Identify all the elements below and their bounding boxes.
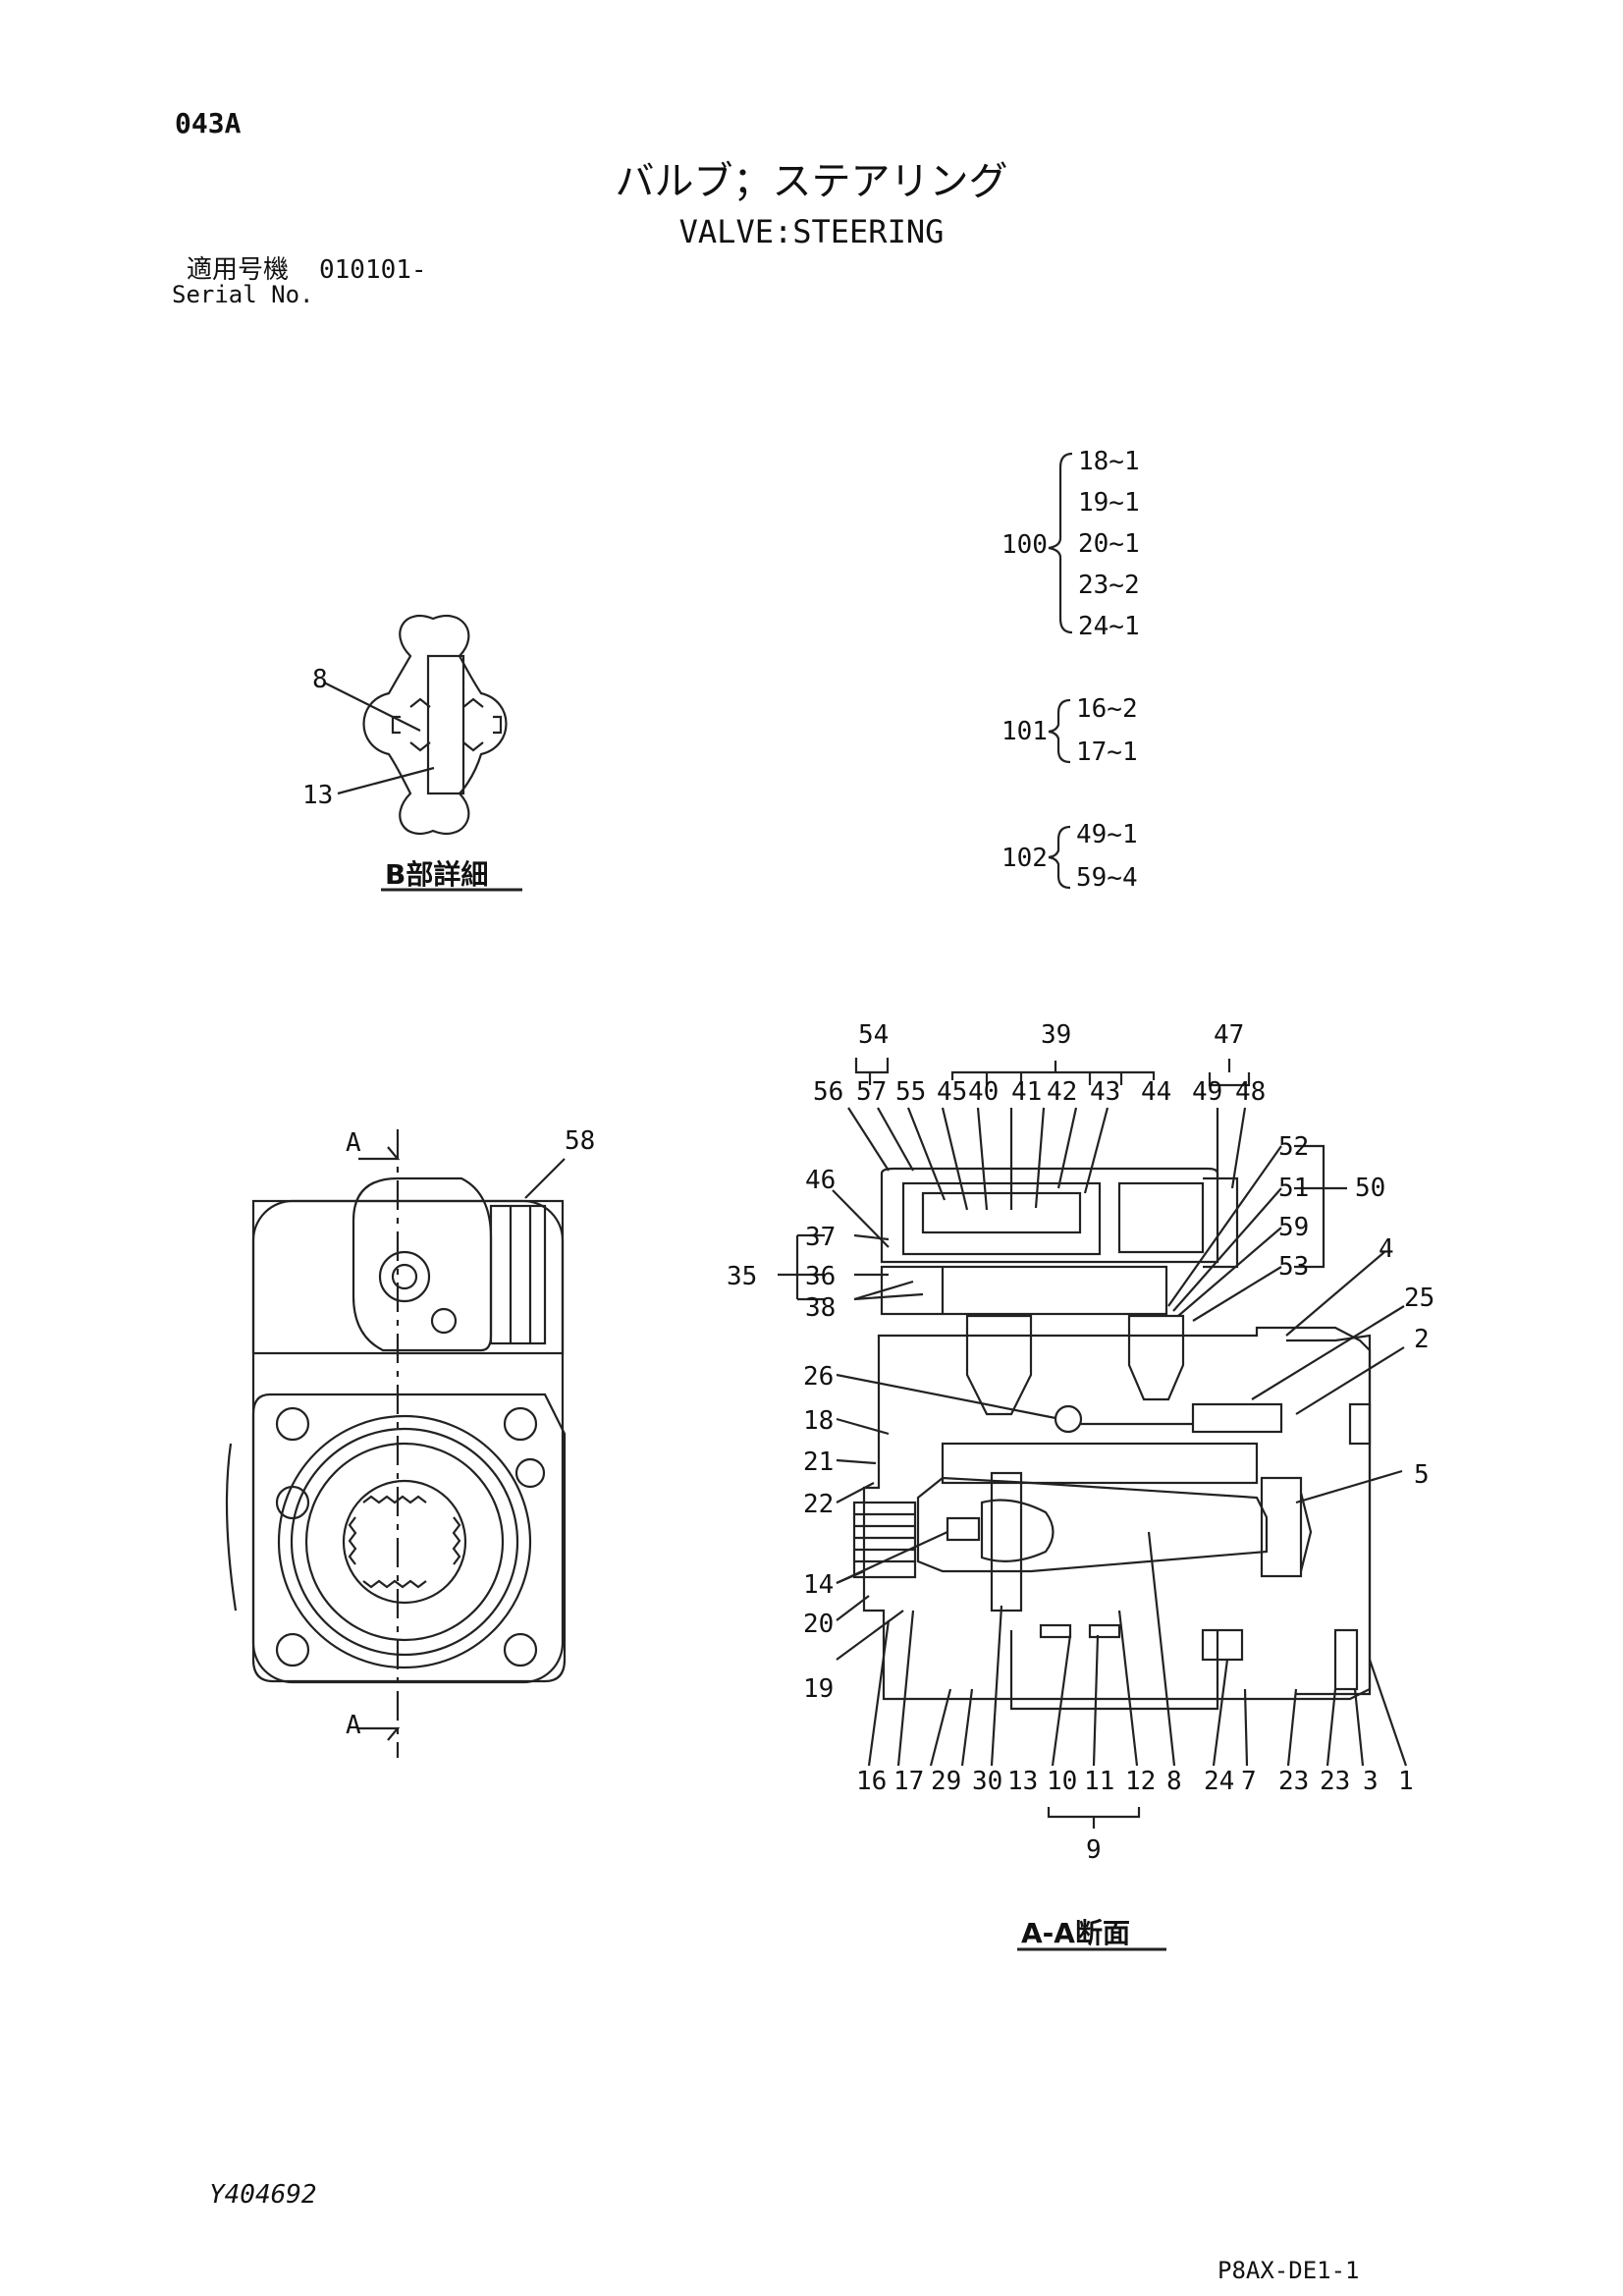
label-10: 10 <box>1047 1767 1077 1796</box>
label-47: 47 <box>1214 1020 1244 1050</box>
label-7: 7 <box>1241 1767 1257 1796</box>
label-19: 19 <box>803 1674 834 1704</box>
label-21: 21 <box>803 1448 834 1477</box>
kit-102-id: 102 <box>1001 844 1048 873</box>
label-18: 18 <box>803 1406 834 1436</box>
label-1: 1 <box>1398 1767 1414 1796</box>
kit-102-brace <box>1048 825 1071 890</box>
label-5: 5 <box>1414 1460 1430 1490</box>
kit-100-id: 100 <box>1001 530 1048 560</box>
title-japanese: バルブ；ステアリング <box>615 159 1008 204</box>
kit-100-item: 20~1 <box>1078 529 1140 559</box>
detail-b-label: 8 <box>312 665 328 694</box>
label-43: 43 <box>1090 1077 1120 1107</box>
label-46: 46 <box>805 1166 836 1195</box>
label-9: 9 <box>1086 1835 1102 1865</box>
section-aa-caption: A-A断面 <box>1021 1917 1130 1949</box>
label-30: 30 <box>972 1767 1002 1796</box>
serial-label-japanese: 適用号機 <box>187 255 290 285</box>
kit-100-item: 23~2 <box>1078 571 1140 600</box>
front-view-label-58: 58 <box>565 1126 595 1156</box>
label-44: 44 <box>1141 1077 1171 1107</box>
label-59: 59 <box>1278 1213 1309 1242</box>
label-3: 3 <box>1363 1767 1379 1796</box>
label-50: 50 <box>1355 1174 1385 1203</box>
label-23b: 23 <box>1320 1767 1350 1796</box>
label-49: 49 <box>1192 1077 1222 1107</box>
label-54: 54 <box>858 1020 889 1050</box>
label-25: 25 <box>1404 1284 1434 1313</box>
serial-label-english: Serial No. <box>172 281 314 308</box>
kit-100-item: 18~1 <box>1078 447 1140 476</box>
section-mark-top: A <box>346 1128 361 1158</box>
label-20: 20 <box>803 1610 834 1639</box>
label-41: 41 <box>1011 1077 1042 1107</box>
label-16: 16 <box>856 1767 887 1796</box>
title-english: VALVE:STEERING <box>678 213 945 250</box>
section-aa-labels: 54 39 47 56 57 55 45 40 41 42 43 44 49 4… <box>727 1020 1434 1949</box>
kit-101-item: 17~1 <box>1076 738 1138 767</box>
kit-102-item: 49~1 <box>1076 820 1138 849</box>
label-17: 17 <box>893 1767 924 1796</box>
label-40: 40 <box>968 1077 999 1107</box>
kit-102-item: 59~4 <box>1076 863 1138 893</box>
label-2: 2 <box>1414 1325 1430 1354</box>
kit-101-item: 16~2 <box>1076 694 1138 724</box>
footer-page-reference: P8AX-DE1-1 <box>1217 2257 1360 2284</box>
serial-value: 010101- <box>319 255 427 285</box>
label-22: 22 <box>803 1490 834 1519</box>
label-13: 13 <box>1007 1767 1038 1796</box>
label-12: 12 <box>1125 1767 1156 1796</box>
footer-drawing-number: Y404692 <box>209 2180 317 2210</box>
label-24: 24 <box>1204 1767 1234 1796</box>
label-4: 4 <box>1379 1234 1394 1264</box>
front-view-labels: A A 58 <box>346 1126 595 1740</box>
label-51: 51 <box>1278 1174 1309 1203</box>
label-36: 36 <box>805 1262 836 1291</box>
label-26: 26 <box>803 1362 834 1392</box>
kit-100-item: 19~1 <box>1078 488 1140 518</box>
section-mark-bottom: A <box>346 1711 361 1740</box>
label-55: 55 <box>895 1077 926 1107</box>
label-37: 37 <box>805 1223 836 1252</box>
label-53: 53 <box>1278 1252 1309 1282</box>
label-14: 14 <box>803 1570 834 1600</box>
label-48: 48 <box>1235 1077 1266 1107</box>
label-29: 29 <box>931 1767 961 1796</box>
label-11: 11 <box>1084 1767 1114 1796</box>
kit-100-brace <box>1048 452 1073 634</box>
detail-b-label: 13 <box>302 781 333 810</box>
detail-b-caption: B部詳細 <box>385 858 488 891</box>
label-39: 39 <box>1041 1020 1071 1050</box>
front-view <box>225 1129 567 1758</box>
label-52: 52 <box>1278 1132 1309 1162</box>
page-code: 043A <box>175 107 242 139</box>
kit-100-item: 24~1 <box>1078 612 1140 641</box>
detail-b-shape <box>323 615 522 892</box>
section-aa-body <box>778 1058 1408 1951</box>
kit-labels: 100 18~1 19~1 20~1 23~2 24~1 101 16~2 17… <box>1001 447 1140 893</box>
label-23: 23 <box>1278 1767 1309 1796</box>
label-35: 35 <box>727 1262 757 1291</box>
label-42: 42 <box>1047 1077 1077 1107</box>
label-8: 8 <box>1166 1767 1182 1796</box>
kit-101-brace <box>1048 698 1071 764</box>
label-38: 38 <box>805 1293 836 1323</box>
detail-b-labels: 8 13 B部詳細 <box>302 665 488 891</box>
label-57: 57 <box>856 1077 887 1107</box>
label-56: 56 <box>813 1077 843 1107</box>
kit-101-id: 101 <box>1001 717 1048 746</box>
label-45: 45 <box>937 1077 967 1107</box>
